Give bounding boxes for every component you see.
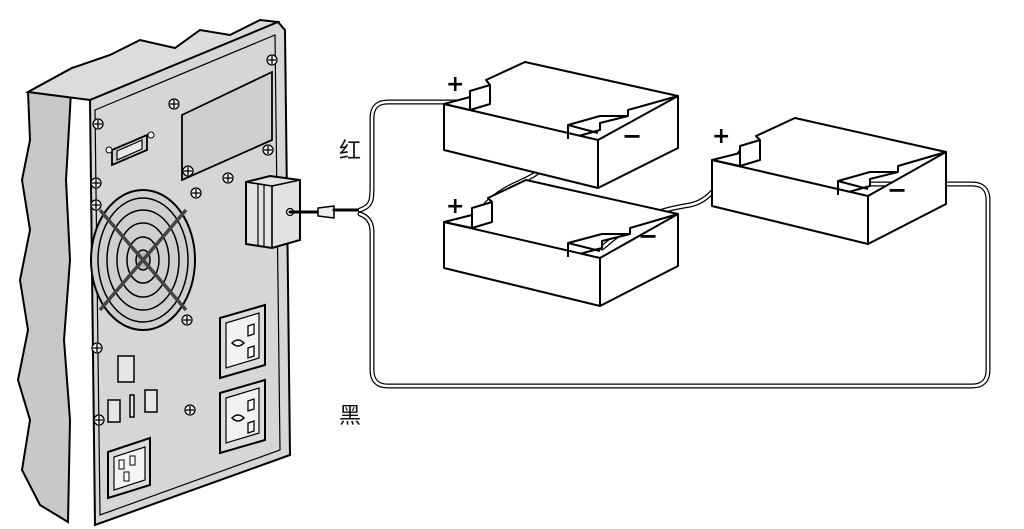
battery-connector: [245, 174, 301, 250]
battery-1-side-face: [597, 95, 679, 189]
power-switch: [117, 355, 135, 383]
serial-port-icon: [105, 131, 155, 167]
battery-1-positive-label: +: [446, 72, 465, 97]
black-wire-label: 黑: [339, 404, 362, 429]
battery-2-negative-label: −: [638, 222, 659, 250]
red-wire: [357, 99, 473, 213]
ups-side-panel: [16, 66, 74, 524]
battery-2-positive-label: +: [446, 194, 465, 219]
ups-cabinet: [16, 18, 301, 527]
battery-3-negative-label: −: [887, 176, 908, 204]
cooling-fan-icon: [90, 189, 196, 331]
battery-3: [711, 117, 947, 245]
red-wire-label: 红: [339, 139, 362, 164]
battery-2-side-face: [599, 213, 679, 307]
ups-label-plate: [181, 70, 273, 182]
battery-1: [443, 61, 679, 189]
output-outlet-2: [219, 378, 266, 455]
battery-3-positive-label: +: [712, 124, 731, 149]
black-wire: [357, 181, 991, 389]
battery-2: [443, 179, 679, 307]
battery-1-negative-label: −: [622, 122, 643, 150]
ac-input-socket: [107, 436, 151, 500]
battery-3-side-face: [867, 151, 947, 245]
output-outlet-1: [219, 303, 266, 380]
fuse-holders: [107, 389, 158, 423]
screw-icons: [90, 54, 278, 426]
